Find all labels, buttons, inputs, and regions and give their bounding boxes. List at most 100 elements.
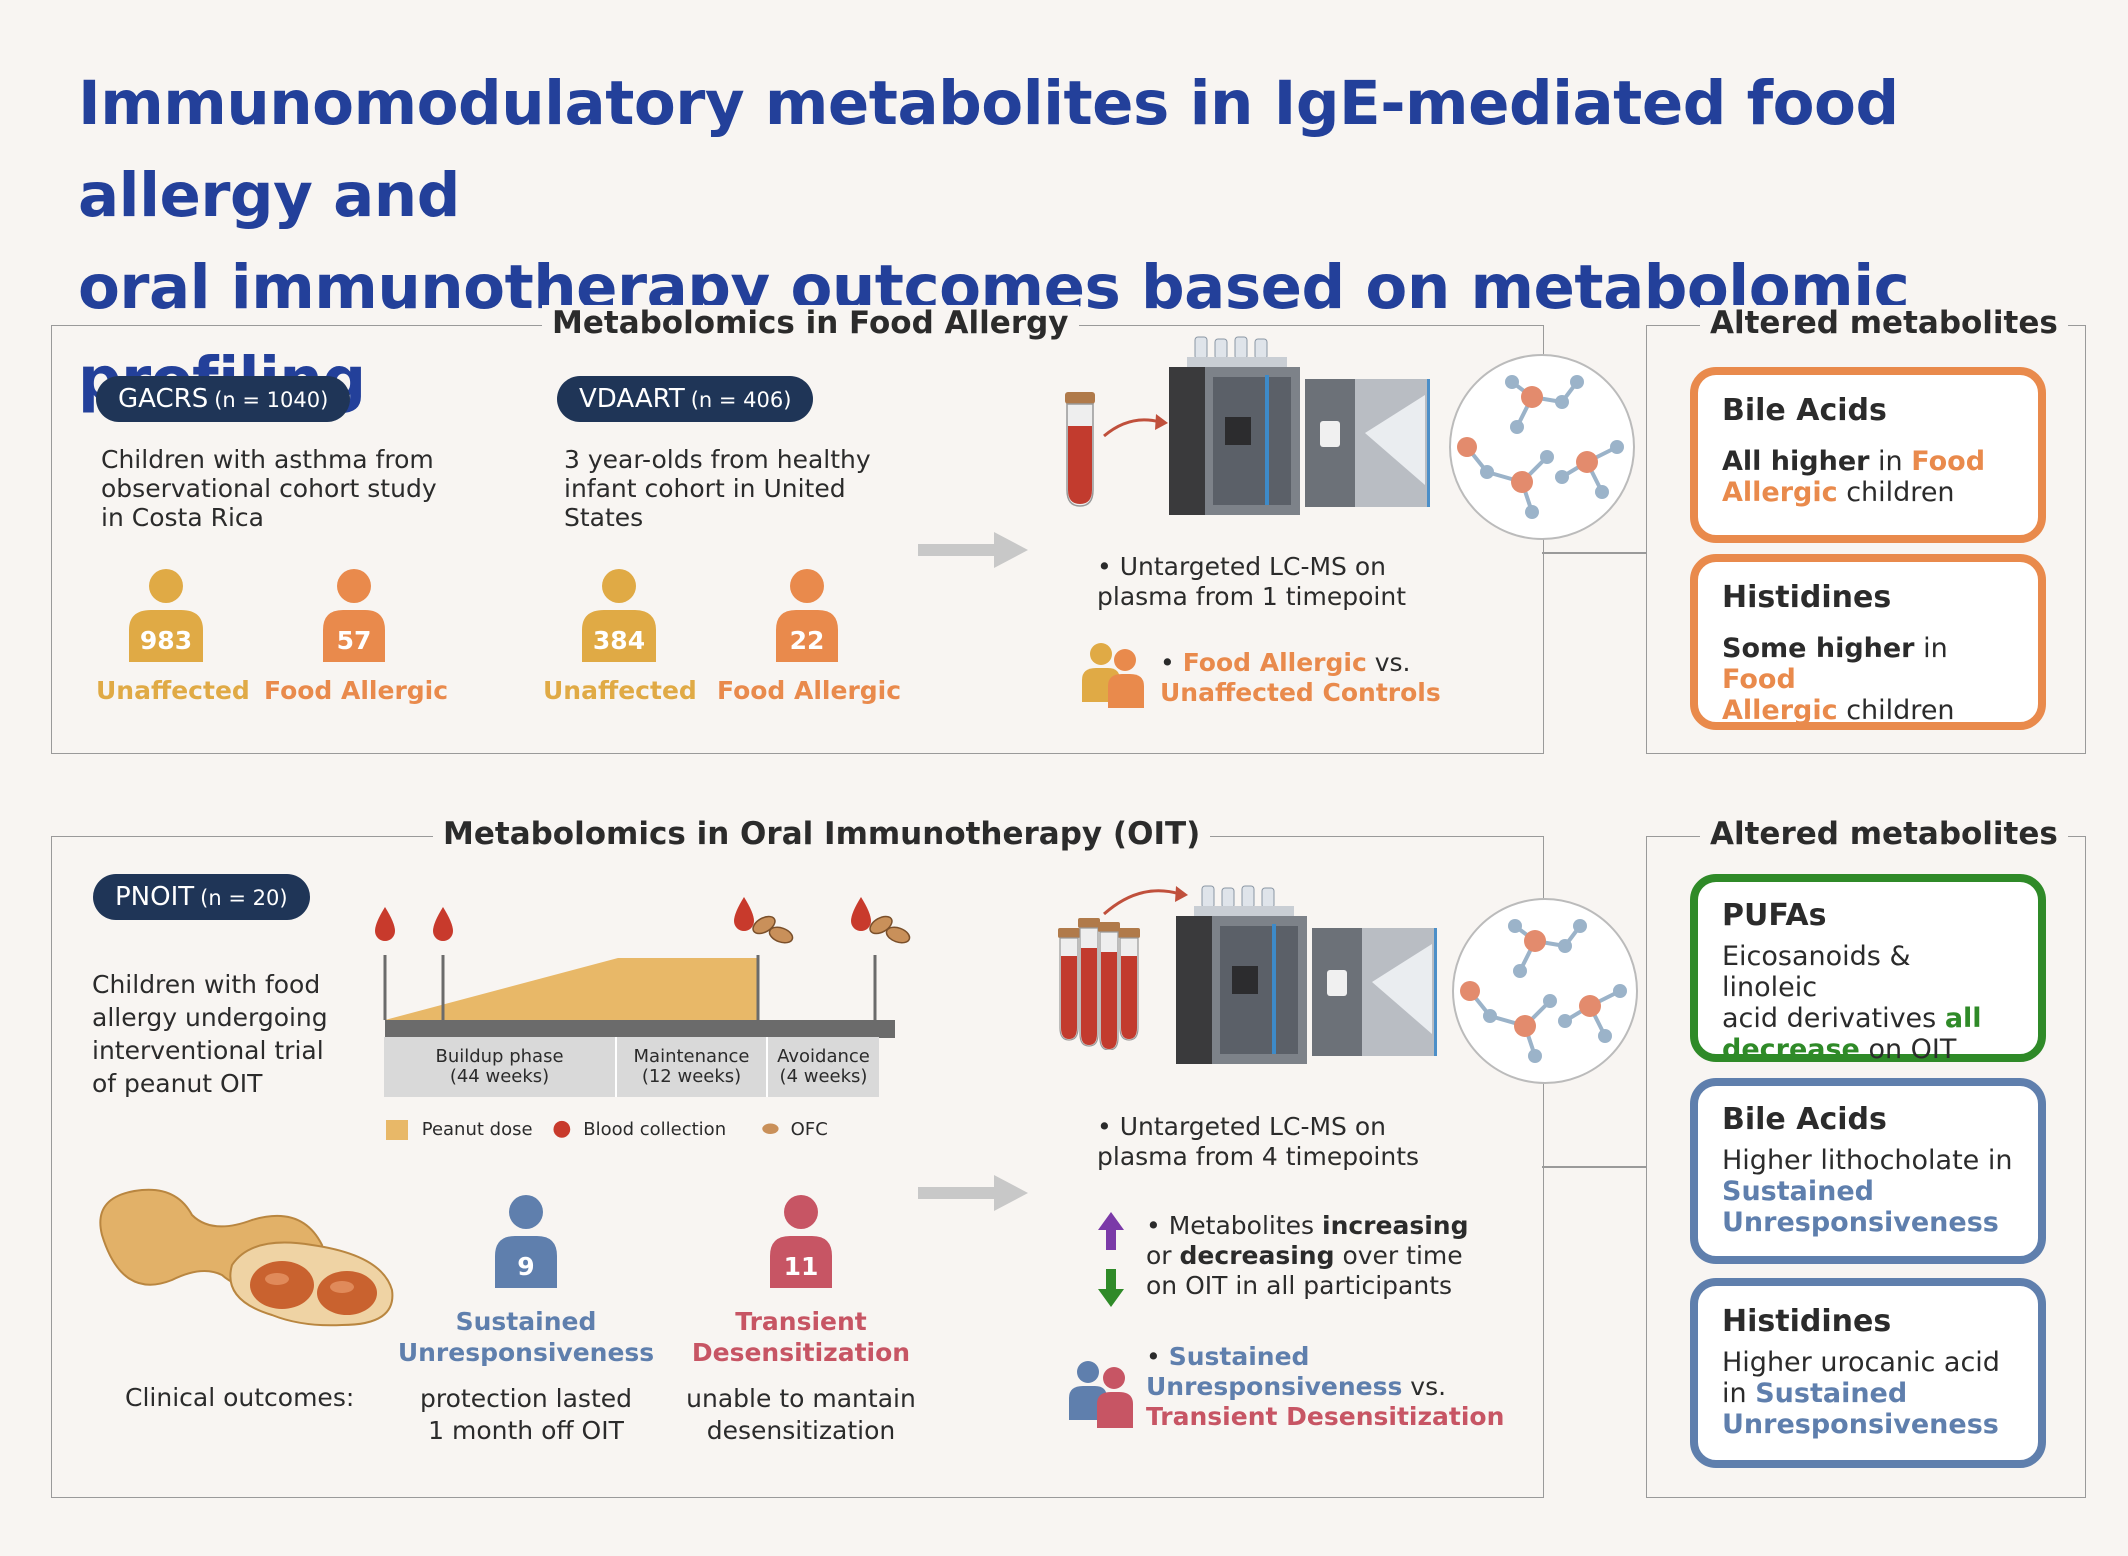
oit-histidines-text: Higher urocanic acid in Sustained Unresp…	[1722, 1347, 2014, 1440]
fa-connector-line	[1542, 552, 1646, 554]
vdaart-desc-line: States	[564, 503, 644, 532]
flow-arrow-icon	[918, 1175, 1028, 1211]
vdaart-n: (n = 406)	[690, 388, 792, 412]
oit-histidines-su: Sustained	[1755, 1378, 1908, 1409]
transfer-arrow-icon	[1103, 886, 1188, 916]
peanut-dose-area	[385, 958, 758, 1020]
oit-comparison-su: Sustained	[1168, 1342, 1310, 1371]
td-desc-line: desensitization	[706, 1416, 896, 1445]
vdaart-unaffected-person-icon: 384	[582, 569, 656, 662]
phase-label: Maintenance	[633, 1046, 750, 1067]
oit-bile-acids-box: Bile Acids Higher lithocholate in Sustai…	[1690, 1078, 2046, 1264]
fa-histidines-heading: Histidines	[1722, 580, 1892, 615]
transfer-arrow-icon	[1103, 414, 1168, 438]
pnoit-n: (n = 20)	[200, 886, 288, 910]
blood-tubes-icon	[1058, 918, 1140, 1050]
phase-label: Buildup phase	[435, 1046, 564, 1067]
molecule-icon	[1452, 898, 1638, 1084]
pnoit-desc-line: allergy undergoing	[92, 1003, 328, 1032]
fa-histidines-pre: Some higher	[1722, 633, 1915, 664]
timeline-legend: Peanut dose ● Blood collection ⬬ OFC	[386, 1116, 828, 1141]
oit-change-text: on OIT in all participants	[1146, 1271, 1453, 1300]
vdaart-unaffected-count: 384	[593, 626, 645, 655]
oit-panel-title: Metabolomics in Oral Immunotherapy (OIT)	[433, 816, 1211, 852]
blood-drop-legend-icon: ●	[552, 1116, 572, 1141]
fa-comparison-allergic: Food Allergic	[1182, 648, 1367, 677]
gacrs-description: Children with asthma from observational …	[101, 445, 437, 532]
lc-ms-machine-icon	[1169, 336, 1430, 515]
vdaart-allergic-person-icon: 22	[776, 569, 838, 662]
oit-timeline	[375, 897, 911, 1038]
oit-histidines-line: in	[1722, 1378, 1756, 1409]
page-title: Immunomodulatory metabolites in IgE-medi…	[78, 58, 2078, 426]
fa-bile-acids-heading: Bile Acids	[1722, 393, 1887, 428]
pnoit-badge: PNOIT(n = 20)	[93, 874, 310, 920]
fa-method-line: Untargeted LC-MS on	[1119, 552, 1386, 581]
comparison-people-icon	[1082, 643, 1144, 708]
pnoit-description: Children with food allergy undergoing in…	[92, 968, 328, 1100]
su-desc-line: protection lasted	[420, 1384, 632, 1413]
clinical-outcomes-label: Clinical outcomes:	[125, 1383, 355, 1412]
fa-bile-acids-mid: in	[1869, 446, 1912, 477]
oit-method-line: Untargeted LC-MS on	[1119, 1112, 1386, 1141]
fa-histidines-mid: in	[1914, 633, 1948, 664]
su-label: Sustained Unresponsiveness	[396, 1306, 656, 1368]
phase-bar: Buildup phase (44 weeks) Maintenance (12…	[384, 1037, 879, 1097]
blood-drop-icon	[375, 907, 395, 941]
gacrs-badge: GACRS(n = 1040)	[96, 376, 351, 422]
lc-ms-machine-icon	[1176, 885, 1437, 1064]
oit-change-text: over time	[1334, 1241, 1463, 1270]
oit-bile-acids-su: Unresponsiveness	[1722, 1207, 1999, 1238]
td-desc-line: unable to mantain	[686, 1384, 916, 1413]
oit-histidines-heading: Histidines	[1722, 1304, 1892, 1339]
comparison-people-icon	[1069, 1361, 1133, 1428]
td-label: Transient Desensitization	[671, 1306, 931, 1368]
phase-maintenance: Maintenance (12 weeks)	[617, 1037, 766, 1097]
gacrs-unaffected-label: Unaffected	[96, 676, 250, 705]
phase-weeks: (12 weeks)	[641, 1066, 742, 1087]
oit-pufas-decrease: decrease	[1722, 1034, 1860, 1065]
oit-pufas-box: PUFAs Eicosanoids & linoleic acid deriva…	[1690, 874, 2046, 1065]
fa-bile-acids-text: All higher in Food Allergic children	[1722, 446, 2014, 508]
su-desc-line: 1 month off OIT	[428, 1416, 624, 1445]
fa-comparison-bullet: • Food Allergic vs. Unaffected Controls	[1160, 648, 1441, 707]
gacrs-allergic-count: 57	[337, 626, 372, 655]
oit-bile-acids-line: Higher lithocholate in	[1722, 1145, 2013, 1176]
oit-change-text: Metabolites	[1168, 1211, 1322, 1240]
vdaart-allergic-count: 22	[790, 626, 825, 655]
peanut-illustration-icon	[99, 1188, 394, 1327]
td-description: unable to mantain desensitization	[671, 1383, 931, 1447]
pnoit-desc-line: of peanut OIT	[92, 1069, 263, 1098]
phase-buildup: Buildup phase (44 weeks)	[384, 1037, 615, 1097]
blood-drop-icon	[851, 897, 871, 931]
vdaart-unaffected-label: Unaffected	[543, 676, 697, 705]
gacrs-allergic-person-icon: 57	[323, 569, 385, 662]
oit-histidines-box: Histidines Higher urocanic acid in Susta…	[1690, 1278, 2046, 1468]
fa-histidines-box: Histidines Some higher in Food Allergic …	[1690, 554, 2046, 730]
su-description: protection lasted 1 month off OIT	[396, 1383, 656, 1447]
legend-ofc-label: OFC	[790, 1119, 828, 1140]
fa-bile-acids-box: Bile Acids All higher in Food Allergic c…	[1690, 367, 2046, 543]
pnoit-desc-line: interventional trial	[92, 1036, 324, 1065]
fa-bile-acids-hl2: Allergic	[1722, 477, 1838, 508]
peanut-dose-swatch	[386, 1120, 408, 1140]
gacrs-name: GACRS	[118, 384, 209, 414]
fa-method-bullet: • Untargeted LC-MS on plasma from 1 time…	[1097, 552, 1406, 611]
vdaart-description: 3 year-olds from healthy infant cohort i…	[564, 445, 871, 532]
oit-comparison-su: Unresponsiveness	[1146, 1372, 1403, 1401]
fa-comparison-vs: vs.	[1366, 648, 1411, 677]
vdaart-name: VDAART	[579, 384, 685, 414]
oit-histidines-line: Higher urocanic acid	[1722, 1347, 2000, 1378]
molecule-icon	[1449, 354, 1635, 540]
fa-metabolites-title: Altered metabolites	[1700, 305, 2068, 341]
gacrs-desc-line: in Costa Rica	[101, 503, 264, 532]
legend-dose-label: Peanut dose	[421, 1119, 533, 1140]
gacrs-desc-line: Children with asthma from	[101, 445, 434, 474]
legend-blood-label: Blood collection	[583, 1119, 727, 1140]
oit-comparison-td: Transient Desensitization	[1146, 1402, 1505, 1431]
vdaart-desc-line: infant cohort in United	[564, 474, 846, 503]
fa-comparison-controls: Unaffected Controls	[1160, 678, 1441, 707]
gacrs-desc-line: observational cohort study	[101, 474, 437, 503]
oit-bile-acids-heading: Bile Acids	[1722, 1102, 1887, 1137]
gacrs-unaffected-person-icon: 983	[129, 569, 203, 662]
